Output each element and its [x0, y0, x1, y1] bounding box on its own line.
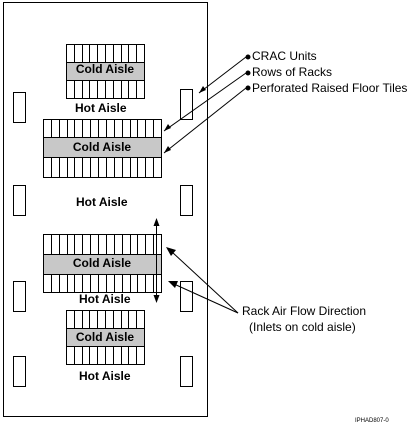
cold-aisle-label-2: Cold Aisle	[72, 140, 132, 154]
crac-unit-2	[180, 89, 193, 120]
rack-air-flow-label: Rack Air Flow Direction	[242, 304, 367, 318]
callout-line-rows	[163, 72, 247, 132]
hot-aisle-label-4: Hot Aisle	[79, 369, 131, 383]
cold-aisle-label-3: Cold Aisle	[72, 256, 132, 270]
crac-unit-8	[180, 356, 193, 387]
image-code-label: IPHAD807-0	[355, 418, 389, 424]
inlets-note-label: (Inlets on cold aisle)	[249, 320, 356, 334]
arrowhead-tiles	[164, 146, 171, 153]
crac-unit-1	[13, 92, 26, 123]
crac-unit-4	[180, 185, 193, 216]
cold-aisle-label-4: Cold Aisle	[75, 330, 135, 344]
rack-row-2b	[43, 157, 162, 178]
airflow-callout-line-1	[171, 251, 239, 314]
callout-dot-2	[245, 70, 251, 76]
callout-perforated-tiles: Perforated Raised Floor Tiles	[252, 81, 408, 95]
airflow-arrow-up	[153, 218, 160, 226]
arrowhead-crac	[199, 86, 206, 93]
airflow-callout-head-2	[168, 281, 178, 288]
hot-aisle-label-2: Hot Aisle	[76, 195, 128, 209]
airflow-arrow-down	[153, 295, 160, 303]
crac-unit-5	[13, 281, 26, 312]
rack-row-2a	[43, 119, 162, 138]
room-outline	[3, 2, 208, 417]
hot-aisle-label-3: Hot Aisle	[79, 292, 131, 306]
cold-aisle-label-1: Cold Aisle	[75, 62, 135, 76]
arrowhead-rows	[164, 124, 171, 131]
airflow-callout-line-2	[173, 283, 239, 314]
crac-unit-7	[13, 356, 26, 387]
rack-row-3a	[43, 234, 162, 255]
callout-rows-of-racks: Rows of Racks	[252, 65, 333, 79]
hot-aisle-label-1: Hot Aisle	[75, 101, 127, 115]
rack-row-3b	[43, 274, 162, 293]
callout-dot-3	[245, 85, 251, 91]
crac-unit-3	[13, 185, 26, 216]
callout-line-crac	[198, 56, 247, 94]
callout-crac-units: CRAC Units	[252, 49, 317, 63]
crac-unit-6	[180, 281, 193, 312]
callout-dot-1	[245, 54, 251, 60]
callout-line-tiles	[163, 87, 247, 154]
airflow-callout-head-1	[166, 247, 176, 256]
